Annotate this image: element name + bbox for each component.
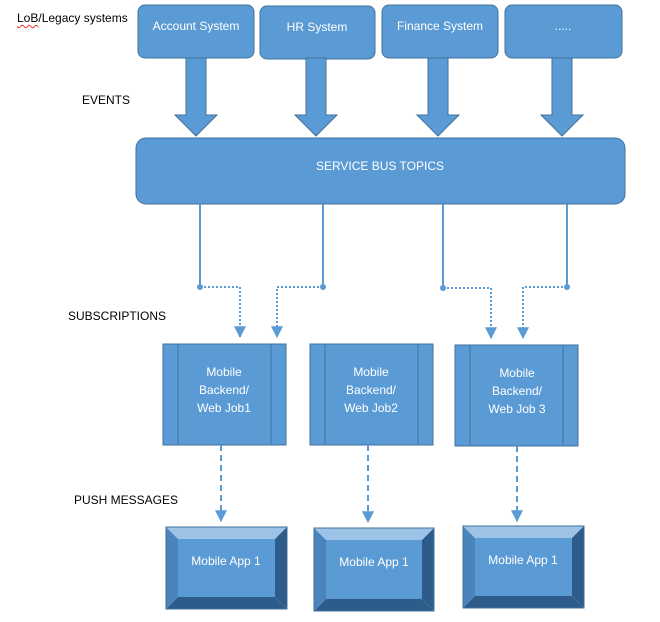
system-box-more-label: ..... [555,19,572,33]
event-arrow-1 [173,57,219,137]
connector-dots [197,284,570,291]
subscription-arrow-2 [271,286,323,339]
push-messages-label: PUSH MESSAGES [74,493,179,507]
backend-3-line-2: Backend/ [492,384,543,398]
backend-box-3: Mobile Backend/ Web Job 3 [454,344,579,447]
mobile-app-1-label: Mobile App 1 [191,554,261,568]
system-box-finance: Finance System [381,4,499,59]
subscription-arrow-3 [443,287,497,340]
system-box-account-label: Account System [153,19,240,33]
mobile-app-box-2: Mobile App 1 [313,527,435,612]
backend-box-2: Mobile Backend/ Web Job2 [309,343,434,446]
event-arrow-4 [539,57,585,137]
lob-label-underlined: LoB [17,11,39,25]
push-arrows [215,445,523,524]
backend-3-line-1: Mobile [499,366,535,380]
backend-2-line-1: Mobile [353,365,389,379]
system-box-more: ..... [504,4,623,59]
mobile-app-box-1: Mobile App 1 [165,526,288,610]
event-arrow-2 [293,57,339,137]
subscription-connectors [200,286,567,340]
events-label: EVENTS [82,93,131,107]
bus-connectors [199,204,568,287]
lob-legacy-systems-label: LoB/Legacy systems [17,11,128,25]
system-box-hr-label: HR System [287,20,348,34]
mobile-app-box-3: Mobile App 1 [462,525,585,609]
system-box-hr: HR System [259,5,376,60]
backend-box-1: Mobile Backend/ Web Job1 [162,343,287,446]
mobile-app-2-label: Mobile App 1 [339,555,409,569]
service-bus-topics: SERVICE BUS TOPICS [135,137,626,205]
backend-2-line-2: Backend/ [346,383,397,397]
service-bus-label: SERVICE BUS TOPICS [316,159,444,173]
backend-2-line-3: Web Job2 [344,401,398,415]
subscriptions-label: SUBSCRIPTIONS [68,309,167,323]
backend-1-line-3: Web Job1 [197,401,251,415]
system-box-account: Account System [137,4,255,59]
subscription-arrow-1 [200,286,246,339]
subscription-arrow-4 [517,286,567,340]
mobile-app-3-label: Mobile App 1 [488,553,558,567]
backend-3-line-3: Web Job 3 [488,402,545,416]
system-box-finance-label: Finance System [397,19,483,33]
lob-label-rest: /Legacy systems [38,11,128,25]
event-arrow-3 [415,57,461,137]
backend-1-line-2: Backend/ [199,383,250,397]
backend-1-line-1: Mobile [206,365,242,379]
